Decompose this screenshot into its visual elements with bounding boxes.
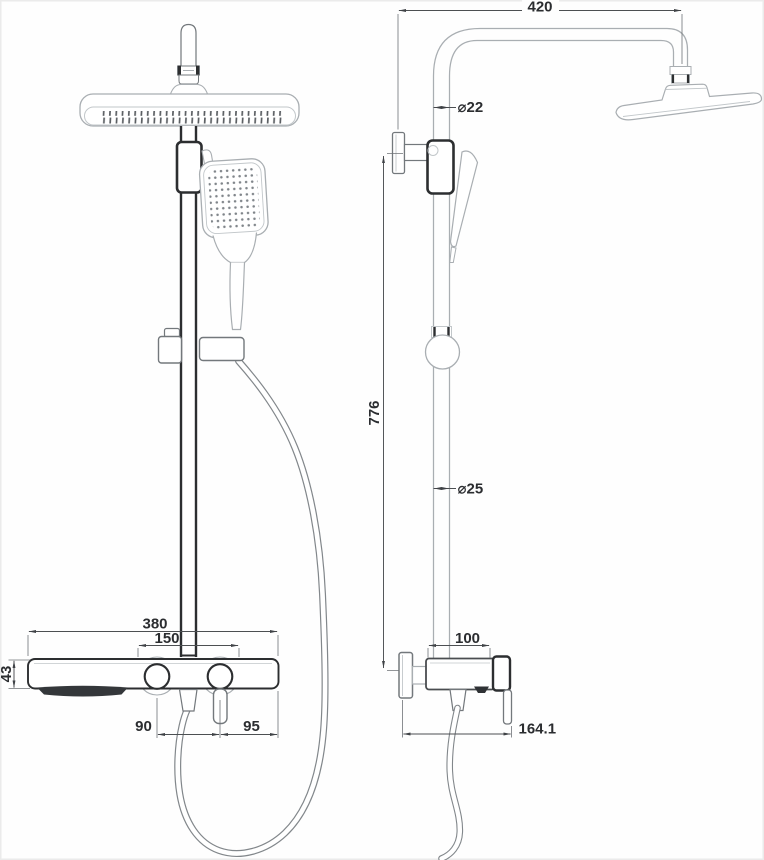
dim-label-arm-diameter: ⌀22 — [458, 99, 484, 116]
front-dimensions: 380 150 43 90 95 — [0, 616, 279, 738]
mixer-valve-front — [27, 656, 280, 725]
arm-pipe-front — [180, 23, 197, 67]
dim-label-bar-height: 43 — [0, 666, 15, 683]
riser-pipe-front — [179, 126, 198, 657]
dim-label-overall-depth: 164.1 — [519, 721, 557, 738]
dim-label-valve-length: 100 — [455, 630, 480, 647]
hand-shower-handle — [229, 262, 246, 331]
hand-shower-front — [198, 158, 269, 239]
hose-nut-side — [449, 688, 467, 712]
front-view: 380 150 43 90 95 — [0, 23, 329, 857]
dim-label-riser-diameter: ⌀25 — [458, 481, 484, 498]
left-control-knob — [143, 663, 171, 690]
dim-label-overall-width: 380 — [142, 616, 167, 633]
waterfall-spout — [37, 685, 128, 697]
hand-shower-holder — [175, 140, 203, 194]
mixer-valve-side — [398, 651, 513, 725]
head-mount-flange — [169, 83, 209, 95]
dim-label-span-left: 90 — [135, 718, 152, 735]
valve-end-cap — [491, 655, 512, 692]
shower-arm-side — [432, 27, 689, 141]
shower-hose-front — [174, 357, 329, 857]
hand-shower-side — [449, 150, 479, 263]
rain-shower-head-side — [615, 83, 763, 121]
wall-bracket-side — [391, 131, 455, 195]
dim-label-knob-spacing: 150 — [154, 630, 179, 647]
rain-shower-head-front — [79, 93, 300, 127]
hose-nut-front — [178, 688, 198, 712]
holder-block-side — [426, 139, 455, 195]
side-dimensions: 420 ⌀22 776 ⌀25 100 164.1 — [366, 0, 683, 738]
head-connector-side — [669, 66, 692, 84]
riser-pipe-side — [432, 141, 451, 659]
hand-shower-spray-face — [208, 167, 260, 229]
dim-label-riser-height: 776 — [366, 400, 383, 425]
side-view: 420 ⌀22 776 ⌀25 100 164.1 — [366, 0, 763, 860]
lever-side — [502, 689, 513, 725]
diverter-tab-side — [474, 686, 489, 693]
nozzle-row — [101, 111, 285, 124]
wall-flange-side — [398, 651, 414, 699]
dim-label-span-right: 95 — [243, 718, 260, 735]
arm-connector-nut — [177, 65, 200, 85]
hand-shower-neck — [212, 232, 258, 264]
dim-label-arm-reach: 420 — [527, 0, 552, 16]
shower-hose-side — [438, 704, 464, 860]
slide-bracket-front — [157, 327, 245, 364]
slide-knob-side — [424, 326, 461, 370]
right-control-knob — [206, 663, 234, 690]
